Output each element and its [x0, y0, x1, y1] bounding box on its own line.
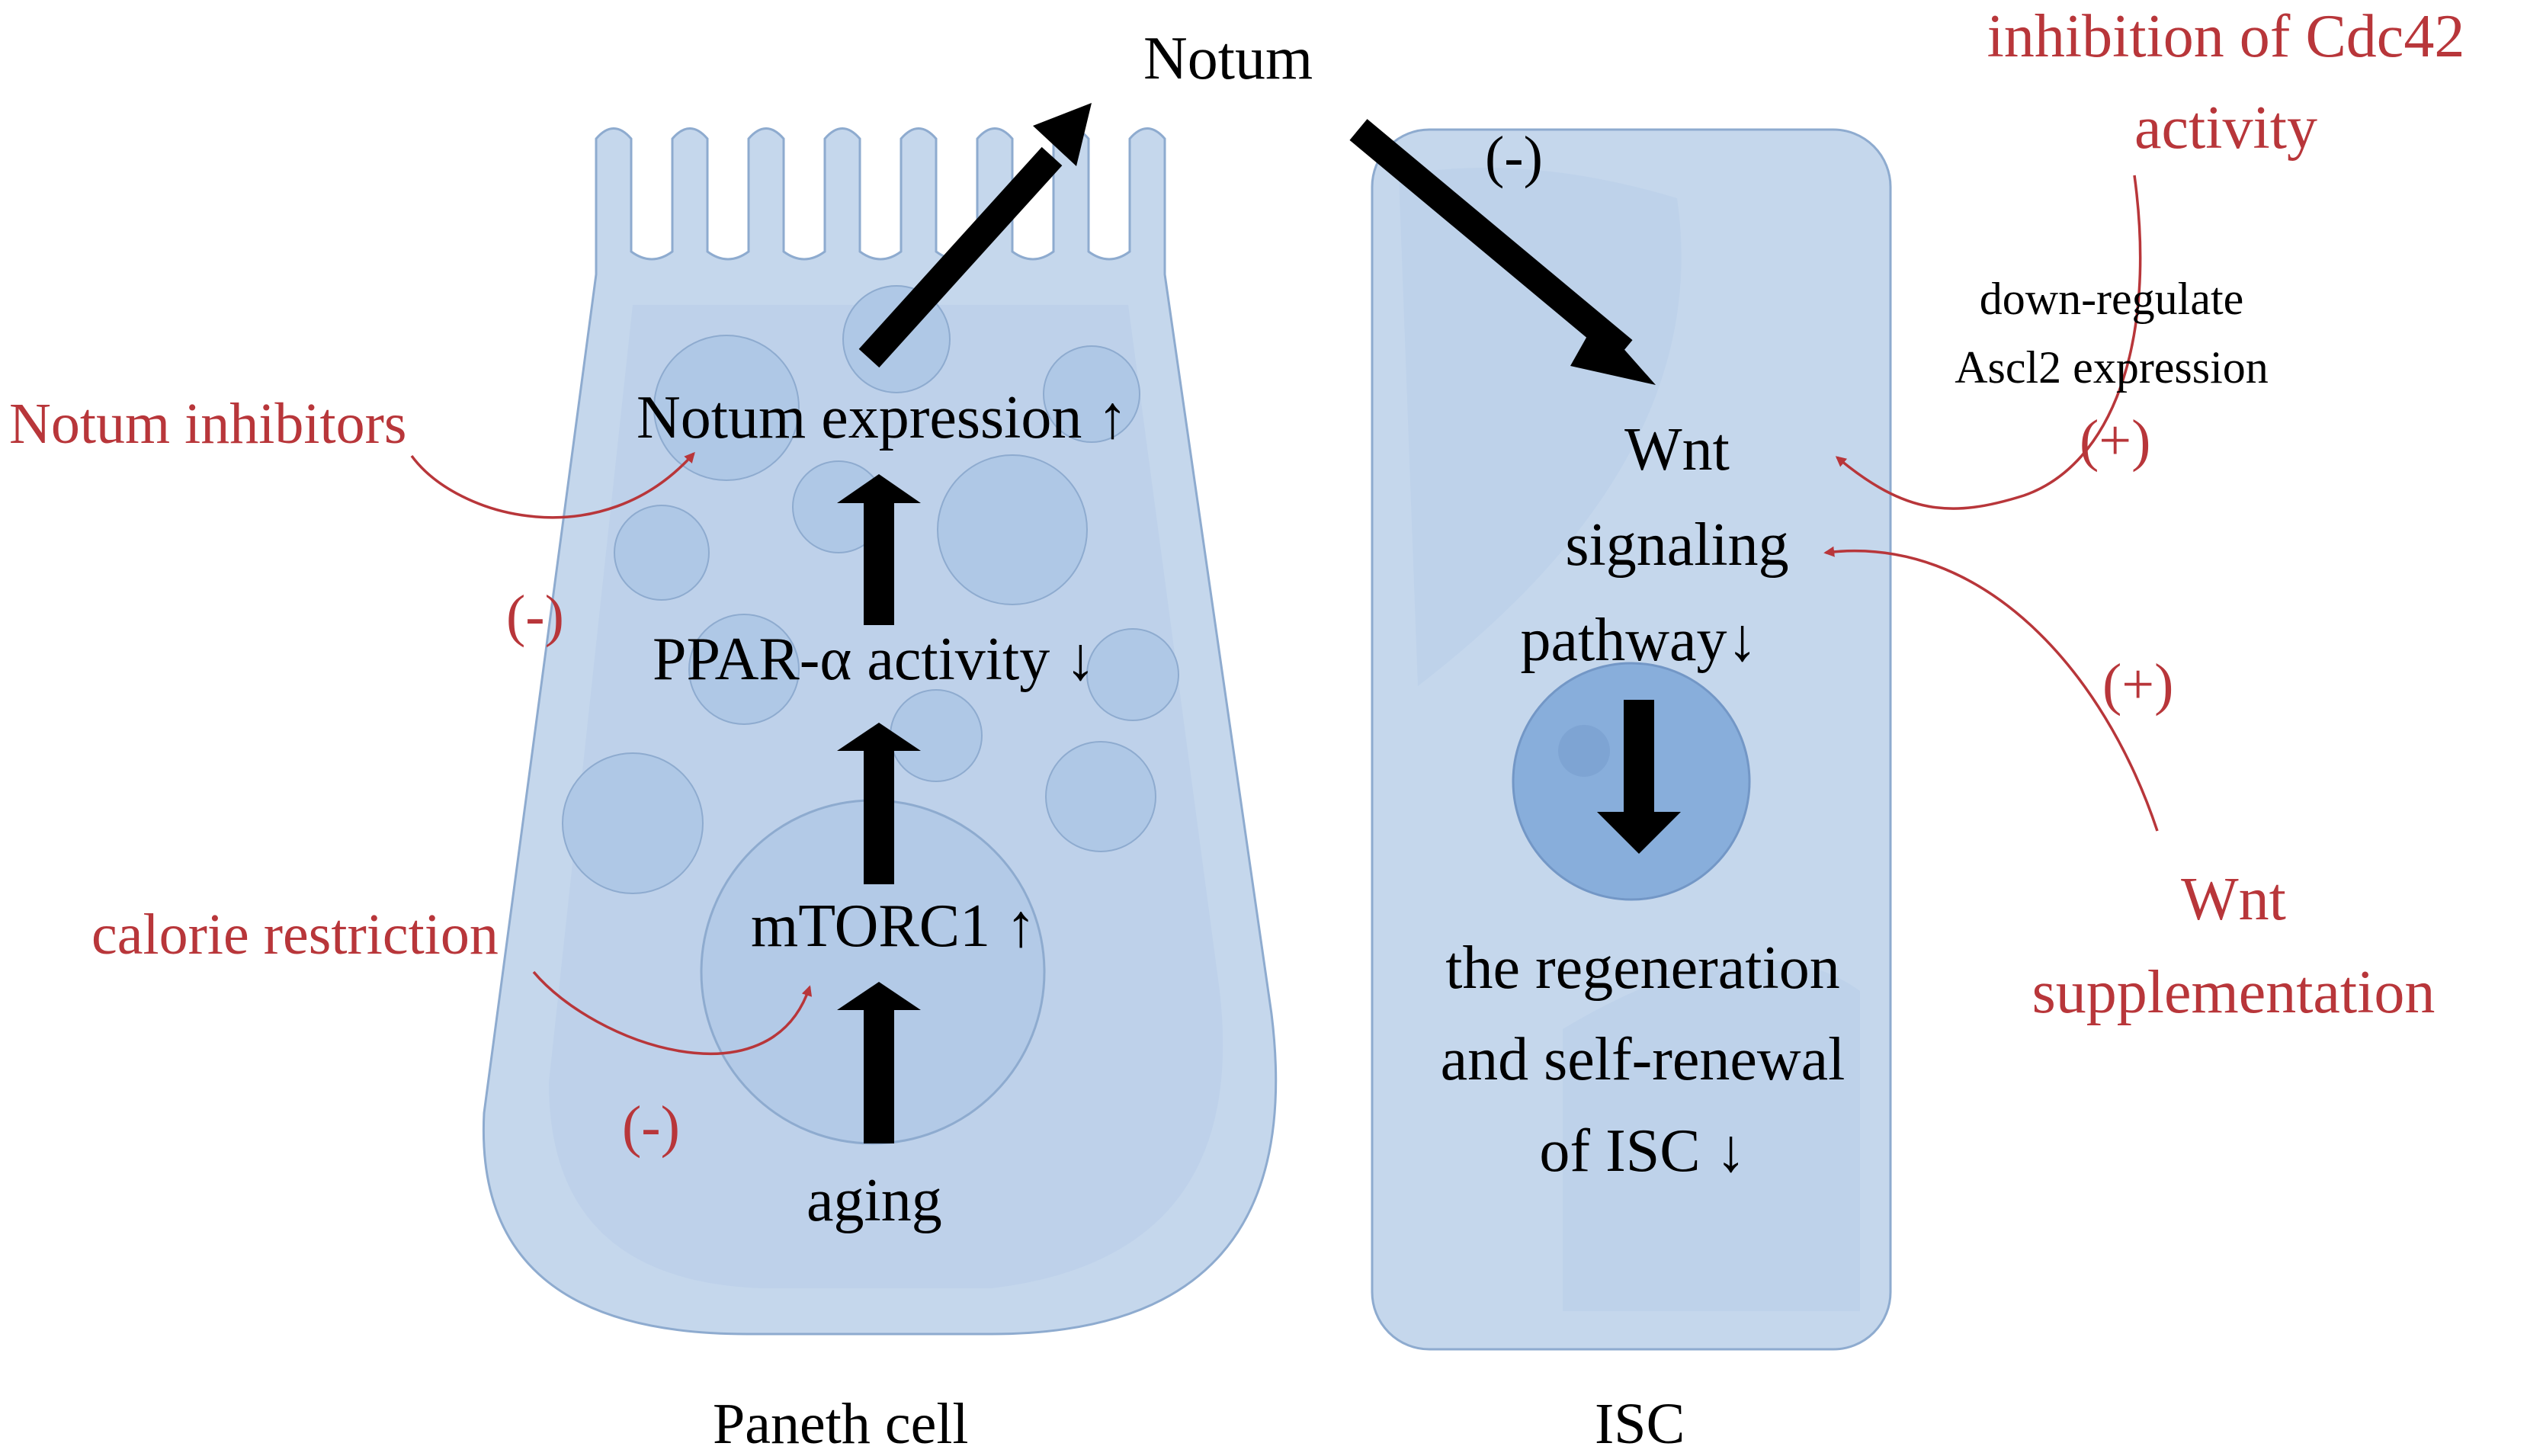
arrow-mtorc1-to-ppar-head [837, 723, 921, 751]
arrow-wnt-supplementation [1823, 546, 2159, 832]
arrow-notum-inhibitors [410, 451, 695, 519]
isc-outcome-line1: the regeneration [1445, 935, 1840, 1002]
paneth-granule [614, 505, 710, 601]
aging-label: aging [807, 1167, 942, 1234]
paneth-granule [890, 689, 983, 782]
cdc42-inhibition-label-line2: activity [2134, 95, 2317, 162]
isc-cytoplasm [1399, 168, 1682, 686]
isc-caption: ISC [1595, 1392, 1685, 1456]
arrow-aging-to-mtorc1-head [837, 982, 921, 1010]
wnt-supplementation-label-line1: Wnt [2181, 866, 2286, 933]
wnt-supplementation-label-line2: supplementation [2032, 959, 2436, 1026]
ppar-activity-label: PPAR-α activity ↓ [653, 626, 1096, 693]
cdc42-effect: (+) [2080, 409, 2151, 473]
arrow-wnt-to-outcome-head [1597, 812, 1681, 854]
arrow-cdc42-inhibition [1835, 175, 2142, 510]
isc-outcome-line3: of ISC ↓ [1539, 1118, 1746, 1185]
arrow-notum-to-wnt-head [1570, 319, 1656, 385]
arrow-ppar-to-notum-expression-head [837, 474, 921, 503]
arrow-notum-to-wnt [1349, 119, 1633, 361]
isc-nucleolus [1558, 725, 1610, 777]
cdc42-note-line1: down-regulate [1979, 274, 2244, 324]
wnt-supplementation-effect: (+) [2102, 653, 2174, 717]
calorie-restriction-effect: (-) [622, 1095, 680, 1159]
paneth-granule [1086, 628, 1179, 721]
paneth-granule [1045, 741, 1156, 852]
arrow-notum-secretion [858, 146, 1063, 368]
paneth-granule [1043, 345, 1140, 443]
isc-cytoplasm [1563, 961, 1860, 1311]
wnt-pathway-label-line3: pathway↓ [1520, 607, 1758, 674]
arrow-notum-secretion-head [1033, 103, 1092, 166]
cdc42-note-line2: Ascl2 expression [1955, 342, 2269, 393]
cdc42-inhibition-label-line1: inhibition of Cdc42 [1987, 3, 2465, 70]
notum-inhibitors-effect: (-) [506, 584, 564, 648]
paneth-granule [937, 454, 1088, 605]
wnt-pathway-label-line2: signaling [1565, 512, 1789, 579]
notum-label: Notum [1143, 25, 1313, 92]
paneth-granule [562, 752, 704, 894]
arrow-calorie-restriction [532, 970, 813, 1056]
wnt-pathway-label-line1: Wnt [1624, 416, 1730, 483]
notum-inhibition-sign: (-) [1485, 125, 1543, 189]
notum-inhibitors-label: Notum inhibitors [9, 392, 407, 456]
calorie-restriction-label: calorie restriction [91, 903, 499, 967]
isc-outcome-line2: and self-renewal [1440, 1026, 1846, 1093]
notum-expression-label: Notum expression ↑ [637, 384, 1128, 451]
paneth-granule [653, 335, 800, 481]
mtorc1-label: mTORC1 ↑ [751, 893, 1037, 960]
paneth-granule [688, 614, 800, 725]
paneth-cell-caption: Paneth cell [713, 1392, 969, 1456]
